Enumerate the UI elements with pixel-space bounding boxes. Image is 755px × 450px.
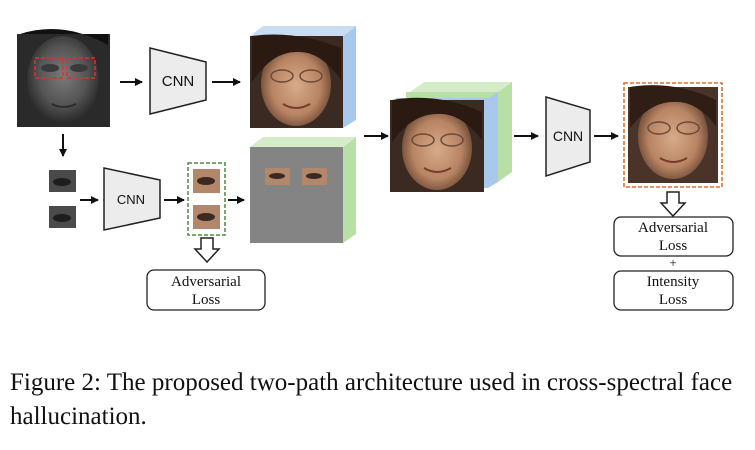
input-grayscale-face (17, 28, 110, 127)
loss-plus: + (669, 255, 676, 270)
loss-right2-line2: Loss (659, 292, 688, 308)
cnn-top-label: CNN (162, 73, 195, 90)
color-eye-crops (187, 162, 226, 236)
cnn-right-label: CNN (553, 128, 583, 144)
top-face-cube (250, 26, 356, 128)
grey-eye-crops (49, 170, 76, 228)
output-face (623, 82, 723, 188)
cnn-right: CNN (545, 95, 591, 178)
losses-right: Adversarial Loss + Intensity Loss (613, 191, 734, 311)
cnn-top: CNN (149, 47, 207, 115)
loss-left-line1: Adversarial (171, 274, 241, 290)
loss-right1-line2: Loss (659, 238, 688, 254)
adversarial-loss-left: Adversarial Loss (146, 237, 266, 311)
eye-roi-left (34, 57, 64, 79)
cnn-bottom: CNN (103, 167, 161, 231)
figure-caption: Figure 2: The proposed two-path architec… (10, 369, 733, 430)
fused-cube (390, 82, 512, 192)
eye-patch-cube (250, 137, 356, 243)
loss-right1-line1: Adversarial (638, 220, 708, 236)
loss-right2-line1: Intensity (647, 274, 700, 290)
architecture-diagram: CNN CNN (17, 26, 734, 311)
eye-roi-right (66, 57, 96, 79)
loss-left-line2: Loss (192, 292, 221, 308)
cnn-bottom-label: CNN (117, 192, 145, 207)
